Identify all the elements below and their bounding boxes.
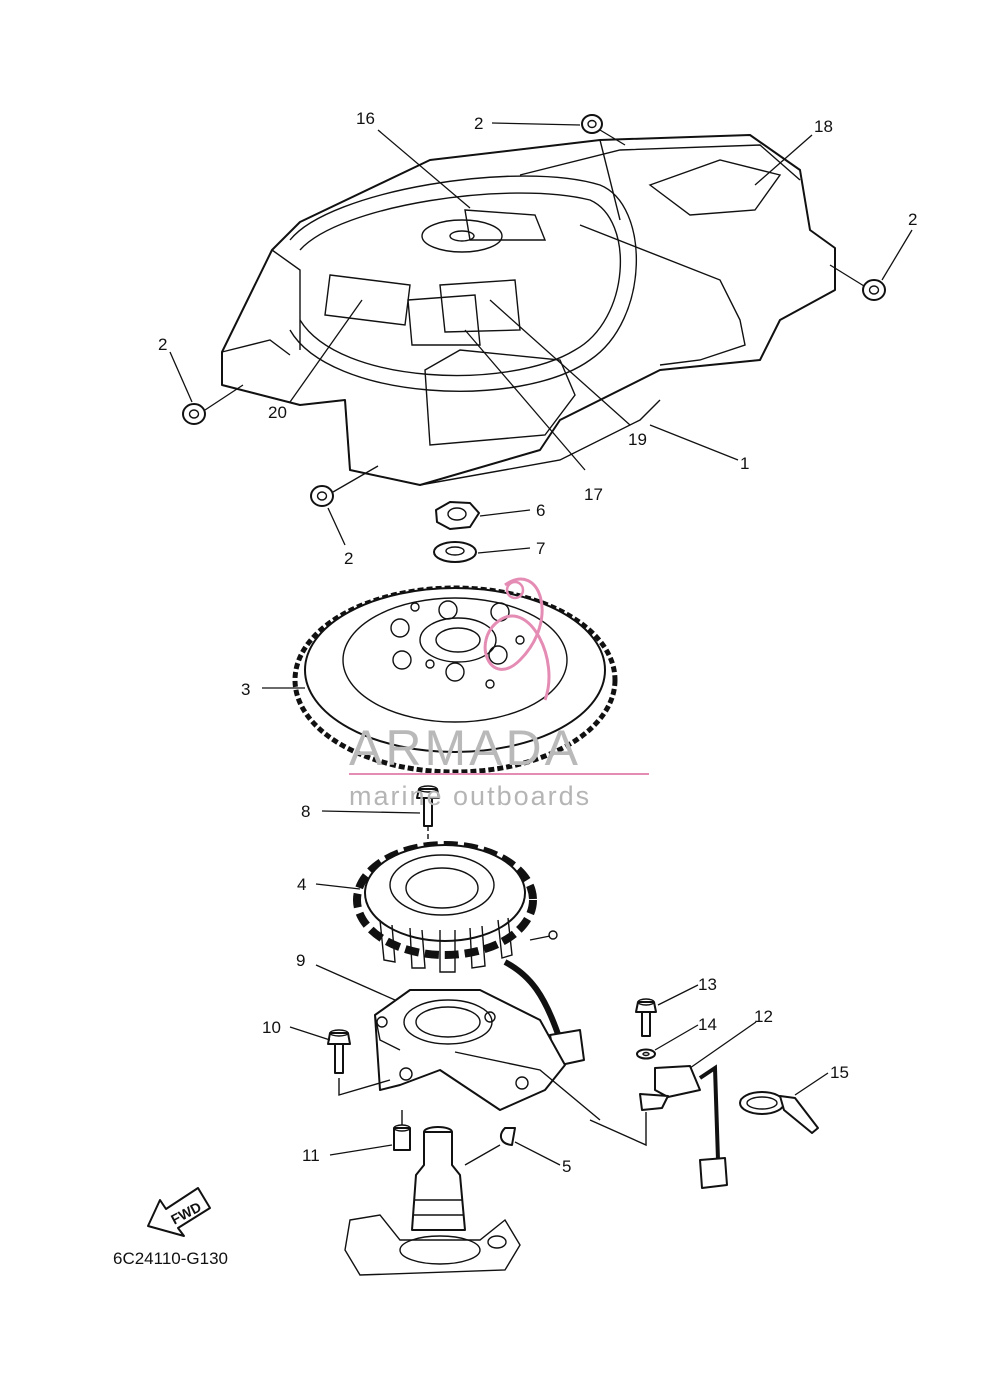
label-17-plate — [407, 294, 481, 346]
armada-logo-icon — [483, 577, 551, 701]
crankshaft-end — [344, 1126, 521, 1276]
woodruff-key — [499, 1127, 516, 1146]
callout-19: 19 — [628, 430, 647, 449]
callout-20: 20 — [268, 403, 287, 422]
pulser-washer — [636, 1048, 656, 1060]
callout-2-right: 2 — [908, 210, 917, 229]
grommet-top — [581, 114, 626, 146]
watermark-brand: ARMADA — [349, 720, 581, 776]
callout-2-top: 2 — [474, 114, 483, 133]
callout-numbers: 16 2 18 2 2 20 19 1 17 2 6 7 3 8 4 9 10 … — [158, 109, 917, 1176]
callout-10: 10 — [262, 1018, 281, 1037]
label-20-plate — [324, 274, 411, 326]
callout-13: 13 — [698, 975, 717, 994]
label-19-plate — [439, 279, 521, 333]
vent-ring — [421, 219, 503, 253]
callout-5: 5 — [562, 1157, 571, 1176]
grommet-left — [182, 384, 244, 425]
flywheel — [292, 585, 618, 775]
flywheel-cover — [221, 134, 836, 486]
pulser-bolt — [635, 998, 657, 1037]
base-collar — [393, 1110, 411, 1151]
callout-2-left: 2 — [158, 335, 167, 354]
grommet-bottom — [310, 465, 379, 507]
callout-3: 3 — [241, 680, 250, 699]
callout-11: 11 — [302, 1146, 320, 1165]
fwd-arrow-icon: FWD — [147, 1187, 211, 1237]
callout-2-bottom: 2 — [344, 549, 353, 568]
callout-1: 1 — [740, 454, 749, 473]
callout-12: 12 — [754, 1007, 773, 1026]
watermark-underline — [349, 773, 649, 775]
callout-7: 7 — [536, 539, 545, 558]
base-bolt — [327, 1029, 391, 1096]
callout-15: 15 — [830, 1063, 849, 1082]
watermark-tagline: marine outboards — [349, 781, 591, 811]
callout-8: 8 — [301, 802, 310, 821]
callout-4: 4 — [297, 875, 306, 894]
callout-17: 17 — [584, 485, 603, 504]
armada-watermark: ARMADA marine outboards — [349, 577, 649, 811]
leader-lines — [169, 122, 913, 1166]
callout-16: 16 — [356, 109, 375, 128]
label-18-plate — [648, 159, 782, 216]
cable-tie — [739, 1091, 819, 1134]
label-16-plate — [464, 209, 547, 241]
callout-9: 9 — [296, 951, 305, 970]
drawing-code: 6C24110-G130 — [113, 1249, 228, 1268]
washer — [433, 541, 477, 563]
grommet-right — [829, 264, 886, 301]
stator-base — [374, 989, 601, 1121]
callout-18: 18 — [814, 117, 833, 136]
flywheel-nut — [435, 501, 480, 530]
callout-14: 14 — [698, 1015, 717, 1034]
callout-6: 6 — [536, 501, 545, 520]
pulser-coil — [589, 1064, 728, 1189]
